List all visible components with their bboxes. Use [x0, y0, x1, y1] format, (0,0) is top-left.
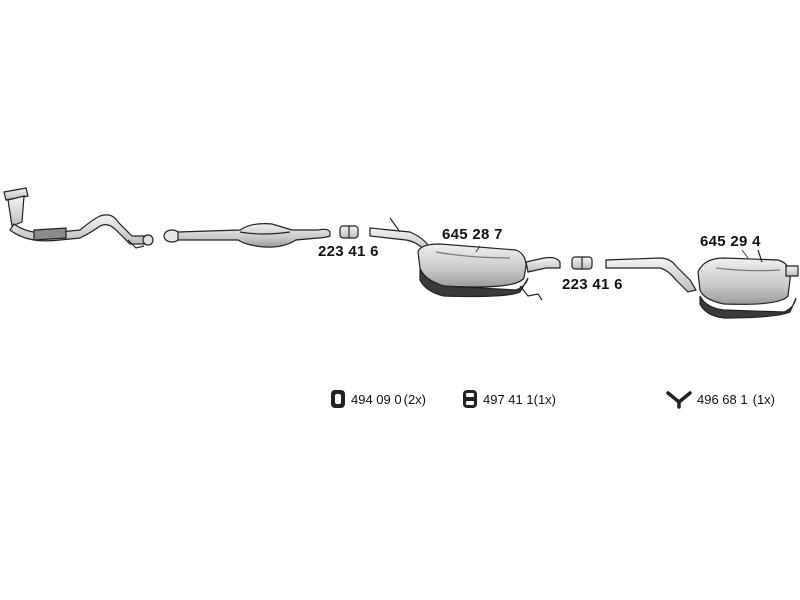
accessory-number: 497 41 1: [483, 391, 534, 407]
middle-connector-clamp: [339, 225, 359, 239]
rear-connector-clamp: [571, 256, 593, 270]
accessory-rubber-double: 497 41 1 (1x): [462, 389, 556, 409]
accessory-number: 496 68 1: [697, 391, 748, 407]
accessory-quantity: (2x): [403, 391, 426, 407]
accessory-number: 494 09 0: [351, 391, 402, 407]
y-hanger-icon: [666, 391, 692, 409]
middle-connector-part-number: 223 41 6: [318, 243, 379, 260]
rear-silencer: [605, 249, 799, 319]
middle-silencer: [369, 217, 561, 301]
accessory-y-hanger: 496 68 1 (1x): [666, 389, 775, 409]
callout-lines: [475, 245, 749, 259]
rear-connector-part-number: 223 41 6: [562, 276, 623, 293]
rear-silencer-part-number: 645 29 4: [700, 233, 761, 250]
middle-silencer-part-number: 645 28 7: [442, 226, 503, 243]
accessory-quantity: (1x): [533, 391, 556, 407]
accessory-quantity: (1x): [752, 391, 775, 407]
front-pipe: [3, 187, 154, 249]
catalytic-converter: [163, 223, 331, 248]
accessory-rubber-ring: 494 09 0 (2x): [330, 389, 426, 409]
rubber-double-mount-icon: [463, 390, 477, 408]
rubber-ring-mount-icon: [331, 390, 345, 408]
